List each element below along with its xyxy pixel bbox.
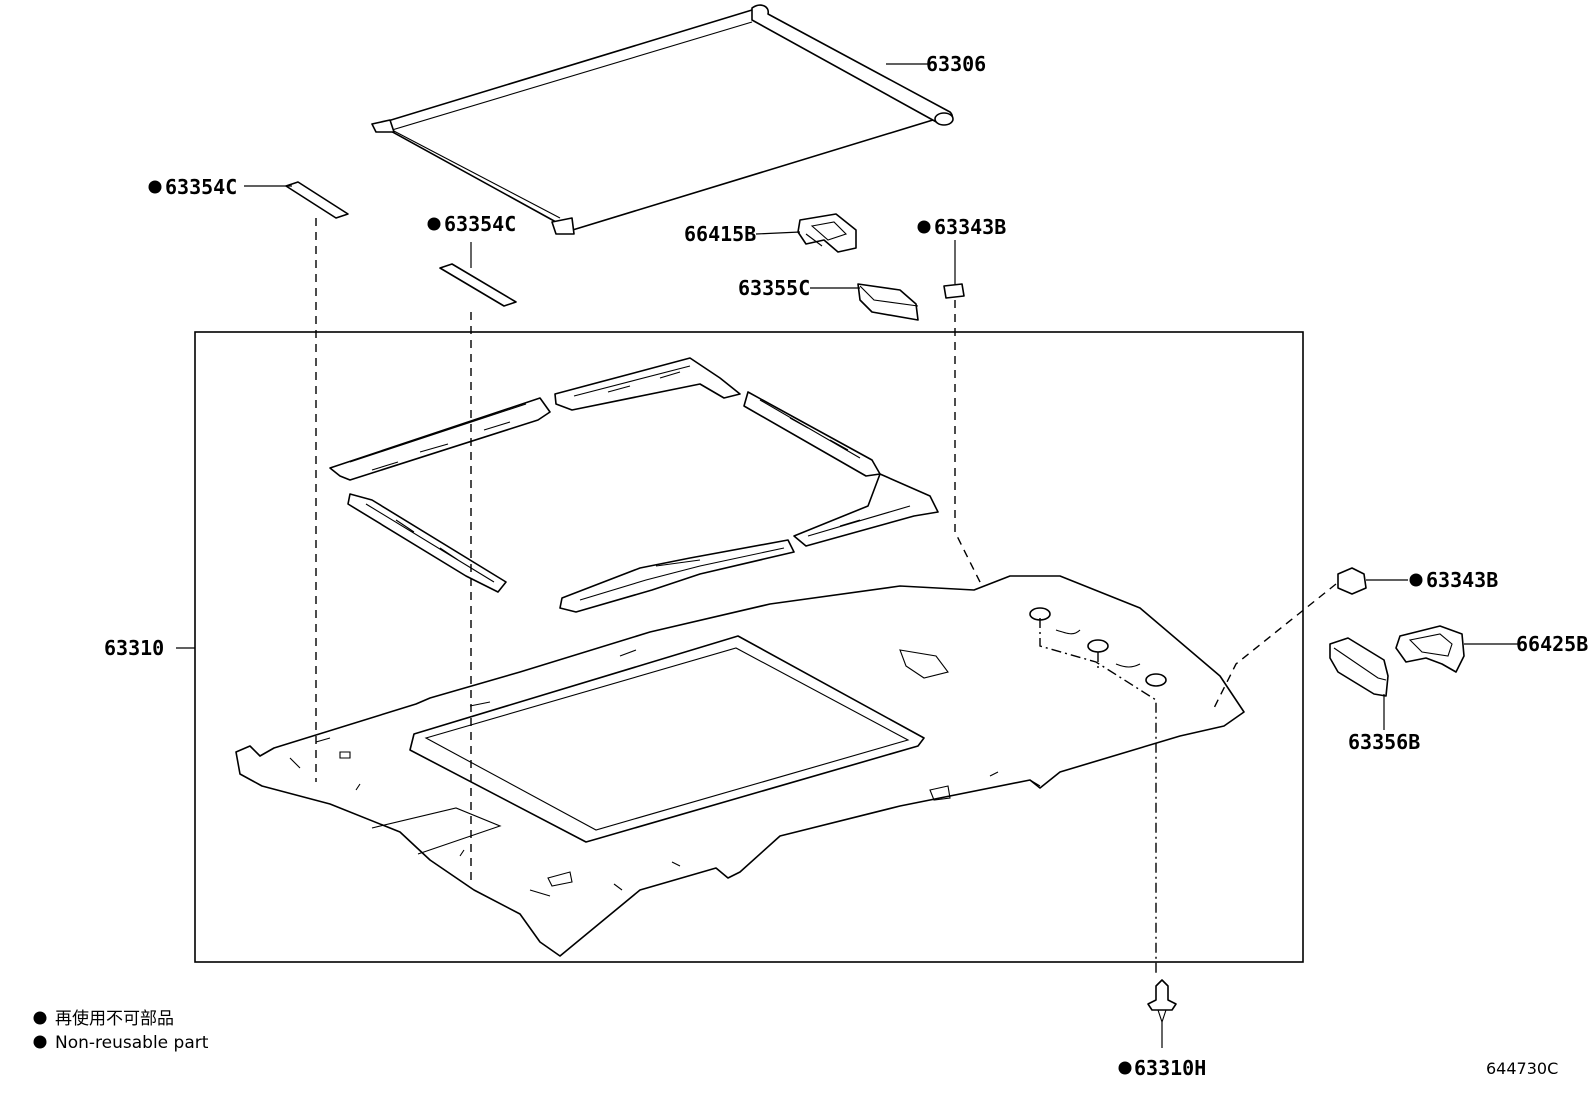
bracket-66415b-part[interactable]: [797, 213, 857, 253]
roof-headliner-part[interactable]: [235, 575, 1245, 957]
label-63356b: 63356B: [1348, 730, 1420, 754]
bracket-66425b-part[interactable]: [1395, 625, 1465, 673]
tape-63354c-center[interactable]: [439, 263, 517, 307]
assembly-relation-lines: [315, 218, 1337, 976]
legend-english: Non-reusable part: [55, 1033, 209, 1053]
label-63343b-top: 63343B: [934, 215, 1006, 239]
sunroof-frame-brackets: [329, 357, 939, 613]
pad-63343b-top[interactable]: [943, 283, 965, 299]
diagram-code: 644730C: [1486, 1059, 1558, 1078]
sunshade-roller-part[interactable]: [371, 4, 954, 235]
label-63306: 63306: [926, 52, 986, 76]
label-63354c-center: 63354C: [444, 212, 516, 236]
clip-63310h-part[interactable]: [1147, 979, 1177, 1024]
tape-63354c-left[interactable]: [285, 181, 349, 219]
label-66425b: 66425B: [1516, 632, 1588, 656]
legend-japanese: 再使用不可部品: [55, 1008, 174, 1029]
label-66415b: 66415B: [684, 222, 756, 246]
label-63310: 63310: [104, 636, 164, 660]
label-63310h: 63310H: [1134, 1056, 1206, 1080]
label-63354c-left: 63354C: [165, 175, 237, 199]
leader-lines: [176, 63, 1518, 1048]
label-63355c: 63355C: [738, 276, 810, 300]
garnish-63355c-part[interactable]: [857, 283, 919, 321]
headliner-assembly-frame: [194, 331, 1304, 963]
pad-63343b-right[interactable]: [1337, 567, 1367, 595]
garnish-63356b-part[interactable]: [1329, 637, 1389, 697]
label-63343b-right: 63343B: [1426, 568, 1498, 592]
legend: 再使用不可部品 Non-reusable part: [33, 1008, 209, 1053]
non-reusable-markers: [148, 180, 1423, 1075]
